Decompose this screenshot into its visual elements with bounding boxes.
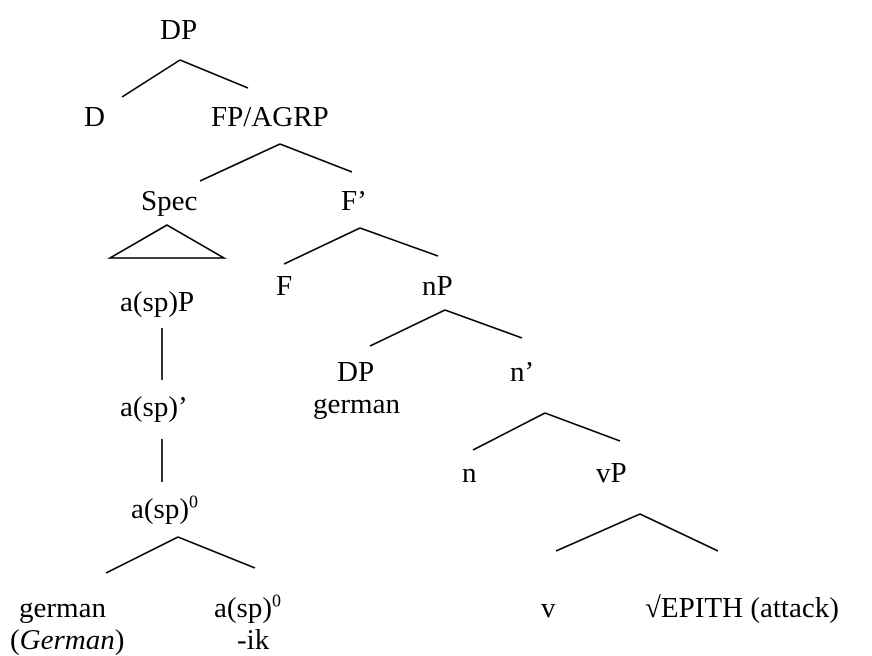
node-spec: Spec bbox=[141, 185, 198, 217]
node-n-bar: n’ bbox=[510, 356, 535, 388]
edge-np-dp2 bbox=[369, 309, 446, 347]
edge-dp-d bbox=[121, 59, 181, 98]
node-asp0-second: a(sp)0 bbox=[214, 591, 281, 624]
node-asp0: a(sp)0 bbox=[131, 492, 198, 525]
edge-fp-fbar bbox=[279, 143, 353, 173]
node-asp-p: a(sp)P bbox=[120, 286, 195, 318]
edge-dp-fp bbox=[179, 59, 249, 89]
node-f: F bbox=[276, 270, 293, 302]
node-asp-bar: a(sp)’ bbox=[120, 391, 188, 423]
node-dp-inner-word: german bbox=[313, 388, 400, 420]
node-ik-suffix: -ik bbox=[237, 624, 270, 656]
node-v: v bbox=[541, 592, 556, 624]
edge-np-nbar bbox=[444, 309, 523, 339]
edge-fp-spec bbox=[199, 143, 281, 182]
node-f-bar: F’ bbox=[341, 185, 367, 217]
node-asp0-second-label: a(sp) bbox=[214, 592, 272, 624]
gloss-close-paren: ) bbox=[114, 624, 125, 656]
gloss-open-paren: ( bbox=[10, 624, 20, 656]
edge-fbar-f bbox=[283, 227, 361, 265]
node-epith-root: √EPITH (attack) bbox=[645, 592, 839, 624]
node-asp0-label: a(sp) bbox=[131, 493, 189, 525]
gloss-word: German bbox=[19, 624, 115, 656]
node-fp-agrp: FP/AGRP bbox=[211, 101, 329, 133]
spec-triangle bbox=[107, 224, 227, 259]
edge-nbar-n bbox=[472, 412, 546, 451]
edge-asp0-german bbox=[105, 536, 179, 574]
node-n: n bbox=[462, 457, 477, 489]
node-asp0-second-superscript: 0 bbox=[271, 590, 281, 611]
edge-vp-v bbox=[555, 513, 641, 552]
node-dp-inner: DP bbox=[337, 356, 375, 388]
node-d: D bbox=[84, 101, 105, 133]
edge-asp0-asp0b bbox=[177, 536, 256, 569]
node-asp0-superscript: 0 bbox=[188, 491, 198, 512]
node-german: german bbox=[19, 592, 106, 624]
edge-vp-epith bbox=[639, 513, 719, 552]
node-german-gloss: (German) bbox=[10, 626, 124, 655]
node-vp: vP bbox=[596, 457, 627, 489]
node-np: nP bbox=[422, 270, 453, 302]
edge-nbar-vp bbox=[544, 412, 621, 442]
edge-fbar-np bbox=[359, 227, 439, 257]
node-dp: DP bbox=[160, 14, 198, 46]
